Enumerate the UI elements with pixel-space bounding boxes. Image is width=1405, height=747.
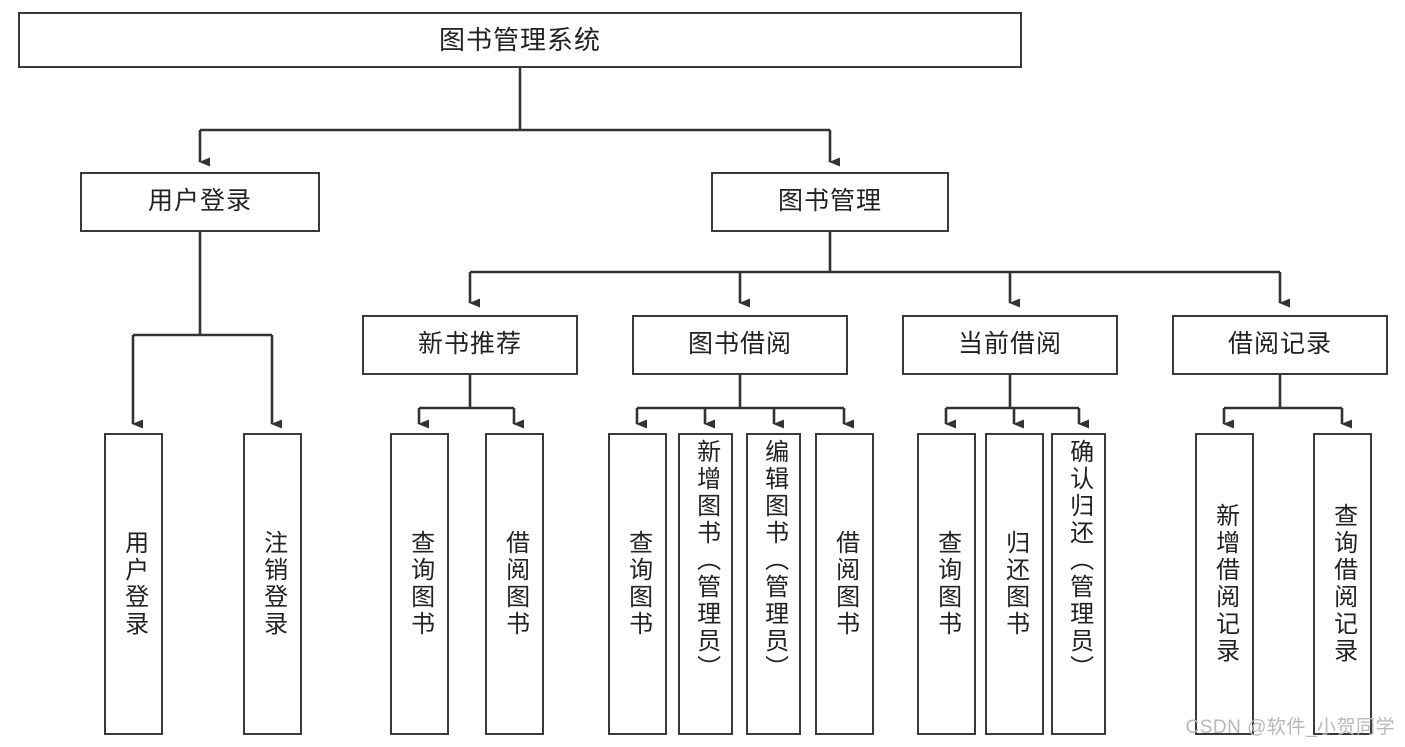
leaf-query-borrow-record[interactable]: 查询借阅记录 <box>1313 433 1372 735</box>
leaf-borrow-book-borrow[interactable]: 借阅图书 <box>815 433 874 735</box>
node-label: 注销登录 <box>259 530 287 638</box>
node-label: 查询图书 <box>933 530 961 638</box>
node-label: 当前借阅 <box>957 330 1062 359</box>
node-label: 查询图书 <box>406 530 434 638</box>
leaf-add-borrow-record[interactable]: 新增借阅记录 <box>1195 433 1254 735</box>
node-label: 查询图书 <box>624 530 652 638</box>
leaf-query-book-recommend[interactable]: 查询图书 <box>390 433 449 735</box>
node-book-manage[interactable]: 图书管理 <box>711 172 949 232</box>
node-current-borrow[interactable]: 当前借阅 <box>902 315 1118 375</box>
leaf-query-book-borrow[interactable]: 查询图书 <box>608 433 667 735</box>
leaf-logout-login[interactable]: 注销登录 <box>243 433 302 735</box>
node-label: 借阅记录 <box>1227 330 1332 359</box>
node-label: 图书管理 <box>777 187 882 216</box>
leaf-borrow-book-recommend[interactable]: 借阅图书 <box>485 433 544 735</box>
node-new-book-recommend[interactable]: 新书推荐 <box>362 315 578 375</box>
node-label: 用户登录 <box>147 187 252 216</box>
node-label: 图书管理系统 <box>438 24 601 55</box>
leaf-add-book[interactable]: 新增图书（管理员） <box>678 433 733 735</box>
node-label: 借阅图书 <box>831 530 859 638</box>
node-label: 用户登录 <box>120 530 148 638</box>
node-book-borrow[interactable]: 图书借阅 <box>632 315 848 375</box>
node-user-login[interactable]: 用户登录 <box>80 172 320 232</box>
leaf-user-login[interactable]: 用户登录 <box>104 433 163 735</box>
node-label: 新增借阅记录 <box>1211 503 1239 665</box>
leaf-query-book-current[interactable]: 查询图书 <box>917 433 976 735</box>
leaf-confirm-return[interactable]: 确认归还（管理员） <box>1051 433 1106 735</box>
node-root-system[interactable]: 图书管理系统 <box>18 12 1022 68</box>
node-borrow-record[interactable]: 借阅记录 <box>1172 315 1388 375</box>
leaf-return-book[interactable]: 归还图书 <box>985 433 1044 735</box>
node-label: 编辑图书（管理员） <box>760 439 788 682</box>
node-label: 借阅图书 <box>501 530 529 638</box>
leaf-edit-book[interactable]: 编辑图书（管理员） <box>746 433 801 735</box>
node-label: 新增图书（管理员） <box>692 439 720 682</box>
node-label: 图书借阅 <box>687 330 792 359</box>
node-label: 新书推荐 <box>417 330 522 359</box>
watermark-text: CSDN @软件_小贺同学 <box>1185 717 1395 738</box>
node-label: 确认归还（管理员） <box>1065 439 1093 682</box>
node-label: 查询借阅记录 <box>1329 503 1357 665</box>
node-label: 归还图书 <box>1001 530 1029 638</box>
